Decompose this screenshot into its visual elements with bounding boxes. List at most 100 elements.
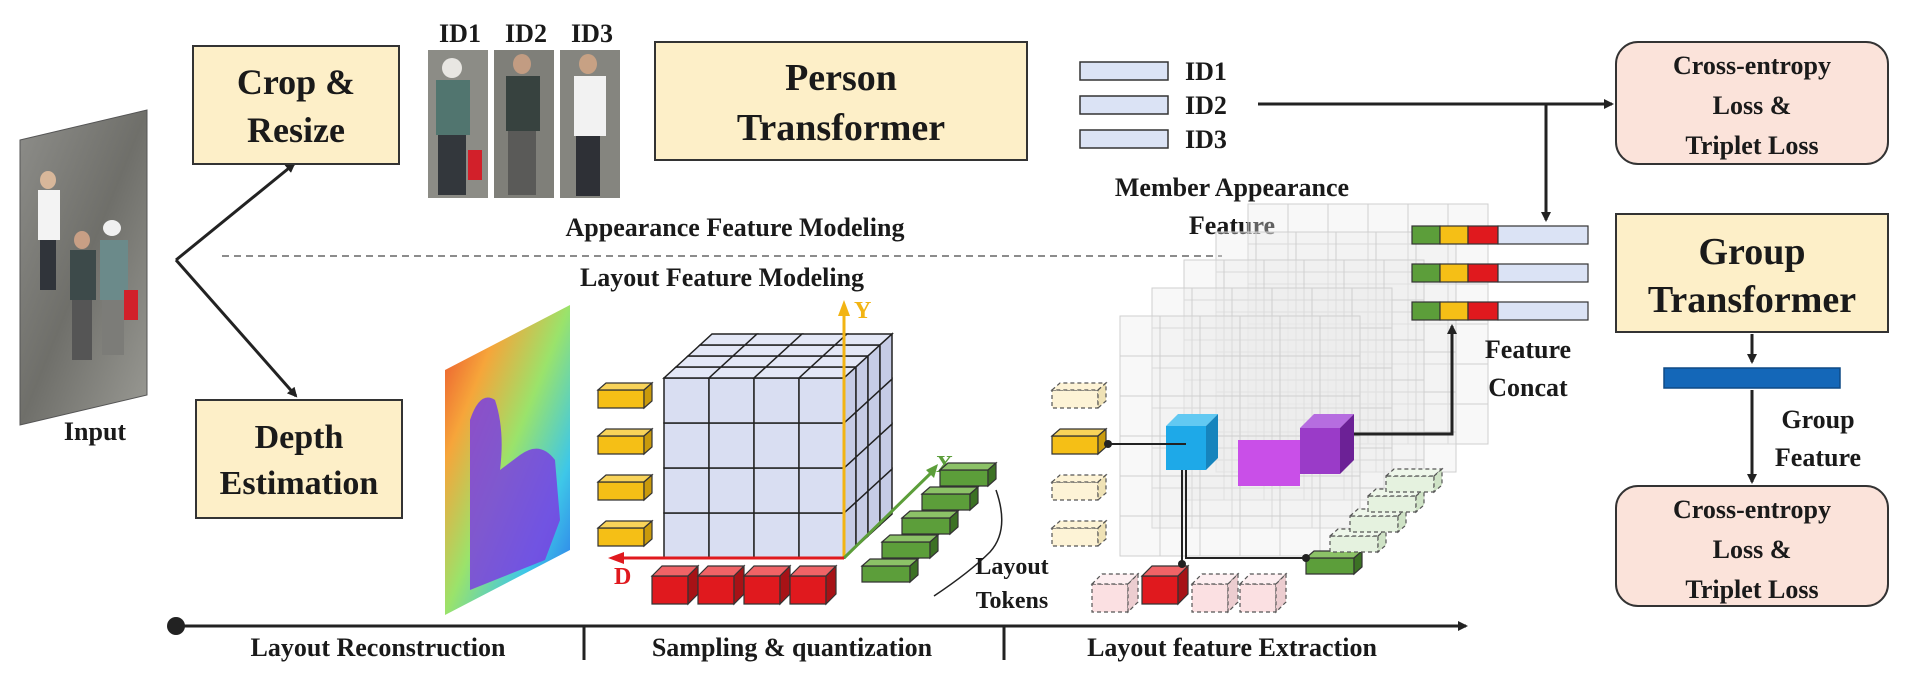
grid-cell xyxy=(1447,403,1489,445)
grid-cell xyxy=(1239,315,1281,357)
yellow-token xyxy=(596,473,654,502)
layout-tokens-label-line1: Layout xyxy=(975,554,1048,580)
grid-cell xyxy=(1255,311,1297,353)
grid-cell xyxy=(1159,515,1201,557)
grid-cell xyxy=(1295,311,1337,353)
grid-cell xyxy=(1183,259,1225,301)
svg-text:Estimation: Estimation xyxy=(220,465,379,502)
grid-cell xyxy=(1415,351,1457,393)
grid-cell xyxy=(1335,231,1377,273)
cube-side-cell xyxy=(879,332,893,392)
green-token xyxy=(860,557,920,584)
grid-cell xyxy=(1415,391,1457,433)
axis-d-label: D xyxy=(614,564,631,590)
grid-cell xyxy=(1231,287,1273,329)
appearance-modeling-title: Appearance Feature Modeling xyxy=(566,213,905,242)
connector-green-to-cyan xyxy=(1185,470,1306,559)
svg-text:Resize: Resize xyxy=(247,110,345,150)
svg-text:Group: Group xyxy=(1698,231,1805,273)
grid-cell xyxy=(1151,367,1193,409)
arrow-extract-to-concat xyxy=(1354,324,1457,436)
faded-red-token xyxy=(1238,572,1288,614)
arrow-input-to-crop xyxy=(175,162,296,262)
sampled-cyan-cube xyxy=(1166,414,1218,470)
faded-yellow-token xyxy=(1050,519,1108,548)
svg-text:Crop &: Crop & xyxy=(237,62,355,102)
grid-cell xyxy=(1191,367,1233,409)
grid-cell xyxy=(1183,379,1225,421)
faded-red-token xyxy=(1090,572,1140,614)
crop-id3-label: ID3 xyxy=(571,19,613,48)
feature-concat-label-line1: Feature xyxy=(1485,335,1571,364)
grid-cell xyxy=(1247,363,1289,405)
svg-text:Triplet Loss: Triplet Loss xyxy=(1685,131,1818,160)
grid-cell xyxy=(1119,395,1161,437)
layout-tokens-brace xyxy=(933,489,1003,597)
grid-cell xyxy=(1223,259,1265,301)
crop-id1-label: ID1 xyxy=(439,19,481,48)
cube-front-cell xyxy=(708,377,755,424)
green-token xyxy=(920,485,980,512)
grid-cell xyxy=(1383,419,1425,461)
grid-cell xyxy=(1303,339,1345,381)
grid-cell xyxy=(1151,287,1193,329)
cube-front-cell xyxy=(798,422,845,469)
grid-cell xyxy=(1327,203,1369,245)
axis-x-line xyxy=(842,470,934,560)
faded-red-token xyxy=(1190,572,1240,614)
grid-cell xyxy=(1367,363,1409,405)
faded-green-token xyxy=(1384,467,1444,494)
svg-text:Person: Person xyxy=(785,57,897,99)
timeline-stage-extraction: Layout feature Extraction xyxy=(1087,633,1377,662)
grid-cell xyxy=(1287,203,1329,245)
grid-cell xyxy=(1255,271,1297,313)
cube-side-cell xyxy=(843,365,857,425)
grid-cell xyxy=(1159,315,1201,357)
faded-yellow-token xyxy=(1050,381,1108,410)
layout-cube xyxy=(662,332,894,560)
yellow-token xyxy=(596,427,654,456)
grid-cell xyxy=(1215,351,1257,393)
crop-resize-box: Crop & Resize xyxy=(192,45,400,165)
grid-cell xyxy=(1375,311,1417,353)
concat-bar xyxy=(1411,225,1589,245)
concat-bar xyxy=(1411,301,1589,321)
grid-cell xyxy=(1271,327,1313,369)
svg-text:Transformer: Transformer xyxy=(737,107,945,149)
green-token xyxy=(900,509,960,536)
grid-cell xyxy=(1223,339,1265,381)
arrow-input-to-depth xyxy=(174,259,298,398)
timeline-stage-sampling: Sampling & quantization xyxy=(652,633,933,662)
grid-cell xyxy=(1199,355,1241,397)
grid-cell xyxy=(1159,355,1201,397)
axis-y-label: Y xyxy=(854,298,871,324)
yellow-token xyxy=(1050,427,1108,456)
grid-cell xyxy=(1303,259,1345,301)
grid-cell xyxy=(1223,299,1265,341)
cube-front-cell xyxy=(798,467,845,514)
grid-cell xyxy=(1119,475,1161,517)
green-token xyxy=(880,533,940,560)
grid-cell xyxy=(1447,363,1489,405)
grid-cell xyxy=(1367,243,1409,285)
grid-cell xyxy=(1311,327,1353,369)
grid-cell xyxy=(1255,231,1297,273)
yellow-token xyxy=(596,519,654,548)
timeline-stage-layout-reconstruction: Layout Reconstruction xyxy=(251,633,506,662)
grid-cell xyxy=(1351,407,1393,449)
feature-concat-label-line2: Concat xyxy=(1488,373,1568,402)
feature-extraction-grid xyxy=(1119,203,1489,557)
grid-cell xyxy=(1119,435,1161,477)
group-feature-label-line1: Group xyxy=(1781,405,1854,434)
group-feature-bar xyxy=(1663,367,1841,389)
grid-cell xyxy=(1231,487,1273,529)
grid-cell xyxy=(1199,315,1241,357)
grid-cell xyxy=(1383,379,1425,421)
grid-cell xyxy=(1311,287,1353,329)
grid-cell xyxy=(1327,283,1369,325)
grid-cell xyxy=(1239,355,1281,397)
grid-cell xyxy=(1279,515,1321,557)
cube-front-cell xyxy=(663,467,710,514)
loss-box-bottom: Cross-entropy Loss & Triplet Loss xyxy=(1615,485,1889,607)
